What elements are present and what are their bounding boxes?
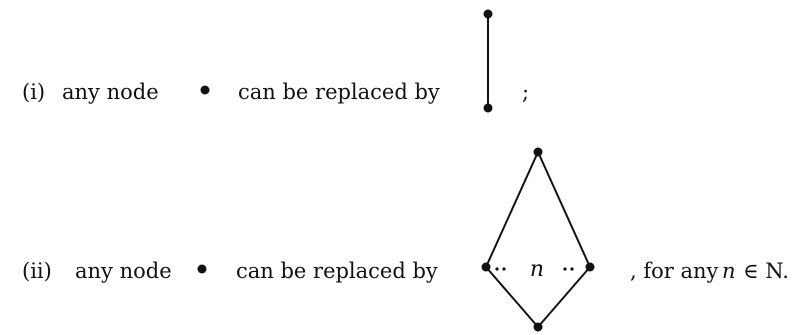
rule-ii-label: (ii) xyxy=(22,259,52,283)
rule-ii-suffix-text: , for any xyxy=(630,259,719,283)
rule-ii-middle: can be replaced by xyxy=(236,259,438,283)
diamond-edge-bottom-right xyxy=(537,266,591,328)
diamond-left-node xyxy=(481,262,491,272)
diamond-ellipsis-dot xyxy=(563,267,567,271)
diamond-bottom-node xyxy=(533,322,543,332)
diamond-edge-top-right xyxy=(537,151,591,268)
rule-i-suffix: ; xyxy=(522,80,530,104)
rule-ii-prefix: any node xyxy=(75,259,172,283)
diamond-ellipsis-dot xyxy=(502,267,506,271)
rule-ii-suffix-set: ∈ N. xyxy=(743,259,789,283)
rule-i-prefix: any node xyxy=(62,80,159,104)
diamond-edge-top-left xyxy=(485,151,539,268)
diamond-edge-bottom-left xyxy=(485,266,539,328)
rule-i-chain-bottom-node xyxy=(483,103,493,113)
rule-i-single-node xyxy=(200,85,210,95)
rule-i-chain-diagram xyxy=(483,9,493,113)
diamond-ellipsis-dot xyxy=(495,267,499,271)
diamond-right-node xyxy=(585,262,595,272)
rule-ii-suffix-var: n xyxy=(722,259,736,283)
rule-i-label: (i) xyxy=(22,80,46,104)
rule-i-chain-top-node xyxy=(483,9,493,19)
diamond-inner-var: n xyxy=(530,257,544,282)
diamond-top-node xyxy=(533,147,543,157)
rule-ii-single-node xyxy=(197,264,207,274)
diamond-ellipsis-dot xyxy=(570,267,574,271)
rule-i-middle: can be replaced by xyxy=(238,80,440,104)
rule-ii-diamond-diagram: n xyxy=(481,147,595,332)
